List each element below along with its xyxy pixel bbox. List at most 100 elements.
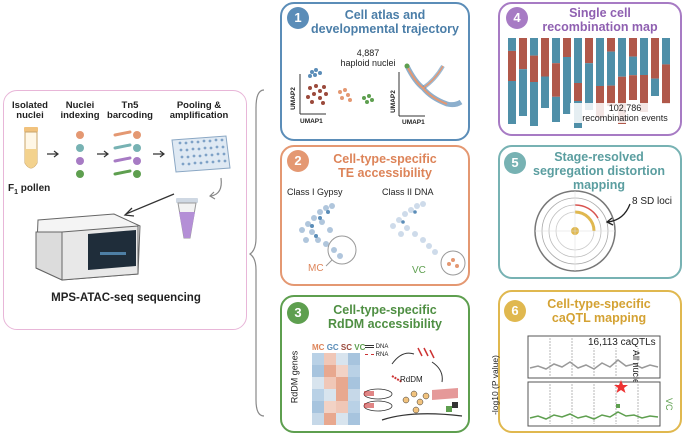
recombination-bar-segment: [530, 82, 538, 126]
panel-number-badge: 3: [287, 302, 309, 324]
manhattan-vc: [527, 381, 661, 427]
recombination-bar-segment: [530, 55, 538, 82]
step-line2: nuclei: [16, 110, 44, 121]
recombination-bar-segment: [552, 96, 560, 122]
te-umap-left: [299, 203, 357, 267]
panel-number-badge: 2: [287, 150, 309, 172]
recombination-bar-segment: [574, 83, 582, 101]
step-line2: amplification: [169, 110, 229, 121]
title-line: segregation distortion: [533, 164, 665, 178]
recombination-bar-segment: [651, 38, 659, 79]
recombination-bar-segment: [618, 76, 626, 124]
recombination-bar-segment: [519, 38, 527, 70]
step-line1: Tn5: [121, 100, 139, 111]
title-line: Cell atlas and: [344, 8, 426, 22]
arrow-icon: [153, 150, 165, 158]
arrow-icon: [47, 150, 59, 158]
title-line: TE accessibility: [338, 166, 432, 180]
title-line: Cell-type-specific: [333, 303, 437, 317]
step-line2: indexing: [60, 110, 100, 121]
caqtl-count: 16,113 caQTLs: [588, 337, 656, 348]
heatmap-columns: MC GC SC VC: [312, 343, 365, 352]
pollen-label: F1 pollen: [8, 183, 51, 197]
dna-legend-icon: [365, 344, 374, 348]
dna-legend-label: DNA: [375, 344, 389, 350]
recombination-bar-segment: [585, 63, 593, 110]
panel-number-badge: 4: [506, 7, 528, 29]
tn5-barcoding-icon: [113, 130, 141, 178]
circos-plot: [534, 190, 616, 272]
nuclei-indexing-icon: [76, 131, 84, 178]
workflow-panel: [3, 90, 247, 330]
vc-label: VC: [412, 265, 426, 276]
title-line: recombination map: [542, 20, 658, 34]
curved-arrow-icon: [209, 177, 222, 200]
class-i-gypsy-label: Class I Gypsy: [287, 187, 343, 197]
recombination-bar-segment: [629, 56, 637, 76]
callout-arrow-icon: [605, 203, 631, 226]
column-mc: MC: [312, 343, 325, 352]
recombination-bar-segment: [541, 38, 549, 77]
recombination-bar-segment: [596, 38, 604, 86]
recombination-bar-segment: [563, 57, 571, 114]
tube-icon: [176, 198, 198, 239]
arrow-icon: [97, 150, 109, 158]
umap-scatter-left: [299, 68, 374, 115]
all-nuclei-track-label: All nuclei: [631, 350, 641, 387]
pooling-plate-icon: [171, 135, 231, 173]
column-vc: VC: [354, 343, 366, 352]
recombination-bar-segment: [563, 38, 571, 57]
te-umap-right: [390, 201, 466, 276]
trajectory-plot: [398, 63, 463, 117]
recombination-bar-segment: [541, 76, 549, 108]
count-label: haploid nuclei: [340, 58, 396, 68]
rddm-heatmap: [312, 353, 360, 425]
column-gc: GC: [326, 343, 339, 352]
title-line: Cell-type-specific: [333, 152, 437, 166]
panel-recombination-map: [498, 2, 682, 136]
panel-number-badge: 1: [287, 7, 309, 29]
panel-te-accessibility: [280, 145, 470, 286]
recombination-bar-segment: [519, 69, 527, 116]
panel-cell-atlas: [280, 2, 470, 141]
mc-label: MC: [308, 263, 324, 274]
recombination-bar-segment: [607, 51, 615, 86]
vc-track-label: VC: [664, 398, 674, 411]
step-line1: Pooling &: [176, 100, 222, 111]
title-line: Cell-type-specific: [547, 297, 651, 311]
recombination-bar-segment: [662, 38, 670, 65]
recombination-bar-segment: [508, 38, 516, 51]
arrow-to-sequencer-icon: [123, 193, 175, 217]
recombination-bar-segment: [552, 63, 560, 97]
panel-rddm-accessibility: [280, 295, 470, 433]
title-line: developmental trajectory: [311, 22, 459, 36]
count-label: recombination events: [582, 113, 668, 123]
recombination-bar-segment: [651, 78, 659, 96]
umap1-axis-label: UMAP1: [402, 119, 425, 126]
panel-caqtl-mapping: [498, 290, 682, 433]
rna-legend-label: RNA: [375, 352, 389, 358]
sequencer-icon: [35, 213, 141, 281]
rna-legend-icon: [365, 353, 374, 355]
rddm-genes-axis-label: RdDM genes: [289, 350, 300, 404]
umap1-axis-label: UMAP1: [300, 118, 323, 125]
recombination-bar-segment: [662, 64, 670, 104]
log-p-axis-label: -log10 (P value): [489, 355, 500, 415]
recombination-bar-segment: [629, 75, 637, 100]
sd-loci-label: 8 SD loci: [632, 196, 673, 207]
recombination-bar-segment: [640, 75, 648, 112]
rna-legend: RNA: [365, 352, 388, 358]
recombination-bar-segment: [640, 38, 648, 75]
class-ii-dna-label: Class II DNA: [382, 187, 434, 197]
title-line: mapping: [572, 178, 626, 192]
panel-segregation-distortion: [498, 145, 682, 279]
